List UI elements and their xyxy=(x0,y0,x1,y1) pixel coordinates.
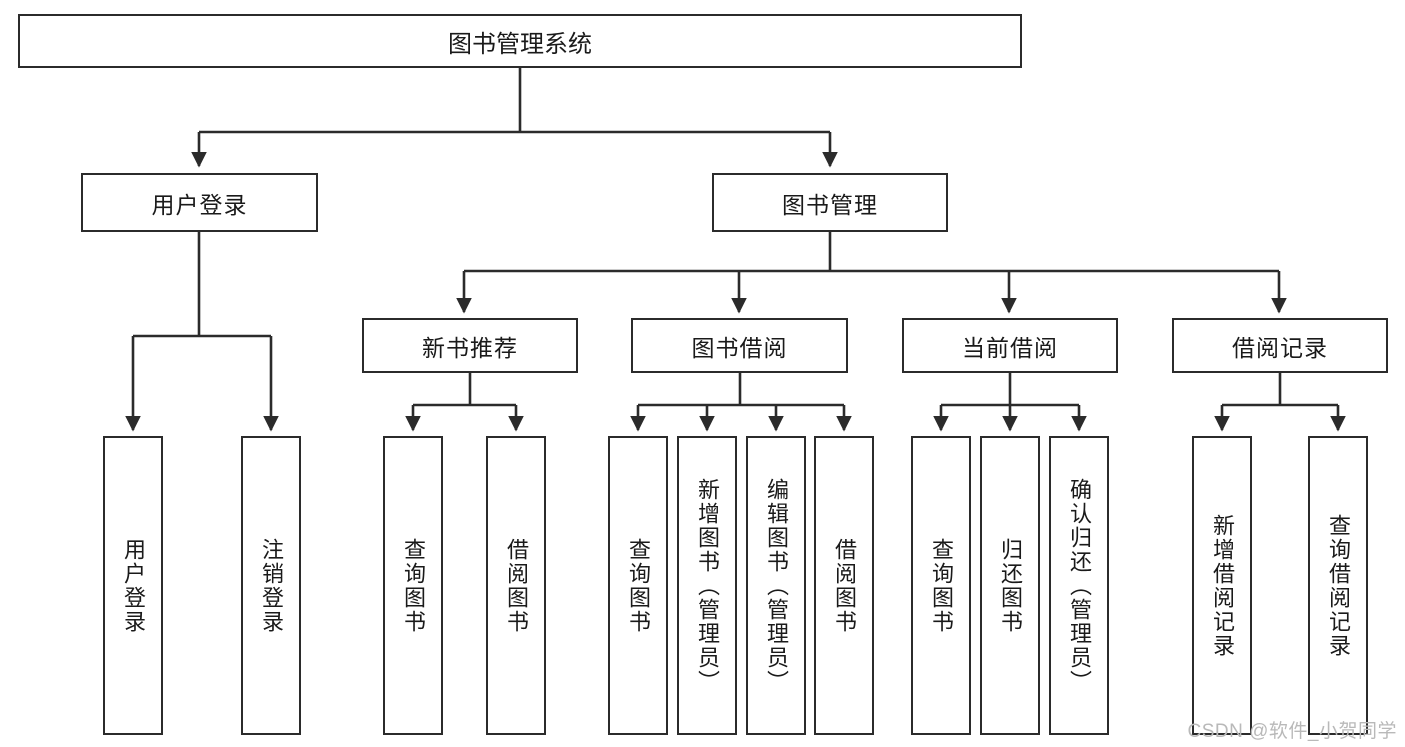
node-root-system[interactable]: 图书管理系统 xyxy=(18,14,1022,68)
watermark-text: CSDN @软件_小贺同学 xyxy=(1187,721,1397,742)
leaf-query-book-recommend[interactable]: 查询图书 xyxy=(383,436,443,735)
leaf-label: 借阅图书 xyxy=(831,537,857,634)
node-label: 图书管理 xyxy=(782,191,878,218)
node-current-borrow[interactable]: 当前借阅 xyxy=(902,318,1118,373)
leaf-add-borrow-record[interactable]: 新增借阅记录 xyxy=(1192,436,1252,735)
leaf-query-book-current[interactable]: 查询图书 xyxy=(911,436,971,735)
leaf-query-book-borrow[interactable]: 查询图书 xyxy=(608,436,668,735)
leaf-label: 注销登录 xyxy=(258,537,284,634)
leaf-label: 查询图书 xyxy=(400,537,426,634)
node-label: 借阅记录 xyxy=(1232,334,1328,361)
leaf-label: 借阅图书 xyxy=(503,537,529,634)
leaf-label: 确认归还（管理员） xyxy=(1066,477,1092,694)
leaf-query-borrow-record[interactable]: 查询借阅记录 xyxy=(1308,436,1368,735)
leaf-edit-book-admin[interactable]: 编辑图书（管理员） xyxy=(746,436,806,735)
leaf-user-logout[interactable]: 注销登录 xyxy=(241,436,301,735)
node-user-login[interactable]: 用户登录 xyxy=(81,173,318,232)
node-label: 用户登录 xyxy=(151,191,248,218)
leaf-add-book-admin[interactable]: 新增图书（管理员） xyxy=(677,436,737,735)
leaf-label: 编辑图书（管理员） xyxy=(763,477,789,694)
leaf-label: 查询图书 xyxy=(928,537,954,634)
node-label: 图书管理系统 xyxy=(448,30,592,58)
node-book-management[interactable]: 图书管理 xyxy=(712,173,948,232)
leaf-user-login[interactable]: 用户登录 xyxy=(103,436,163,735)
node-new-book-recommend[interactable]: 新书推荐 xyxy=(362,318,578,373)
leaf-label: 查询图书 xyxy=(625,537,651,634)
leaf-label: 归还图书 xyxy=(997,537,1023,634)
node-borrow-record[interactable]: 借阅记录 xyxy=(1172,318,1388,373)
leaf-borrow-book-recommend[interactable]: 借阅图书 xyxy=(486,436,546,735)
node-label: 图书借阅 xyxy=(691,334,788,361)
leaf-return-book[interactable]: 归还图书 xyxy=(980,436,1040,735)
leaf-label: 新增借阅记录 xyxy=(1209,513,1235,658)
leaf-confirm-return-admin[interactable]: 确认归还（管理员） xyxy=(1049,436,1109,735)
leaf-label: 用户登录 xyxy=(120,537,146,634)
node-label: 新书推荐 xyxy=(422,334,518,361)
leaf-borrow-book[interactable]: 借阅图书 xyxy=(814,436,874,735)
leaf-label: 新增图书（管理员） xyxy=(694,477,720,694)
leaf-label: 查询借阅记录 xyxy=(1325,513,1351,658)
node-book-borrow[interactable]: 图书借阅 xyxy=(631,318,848,373)
node-label: 当前借阅 xyxy=(962,334,1058,361)
